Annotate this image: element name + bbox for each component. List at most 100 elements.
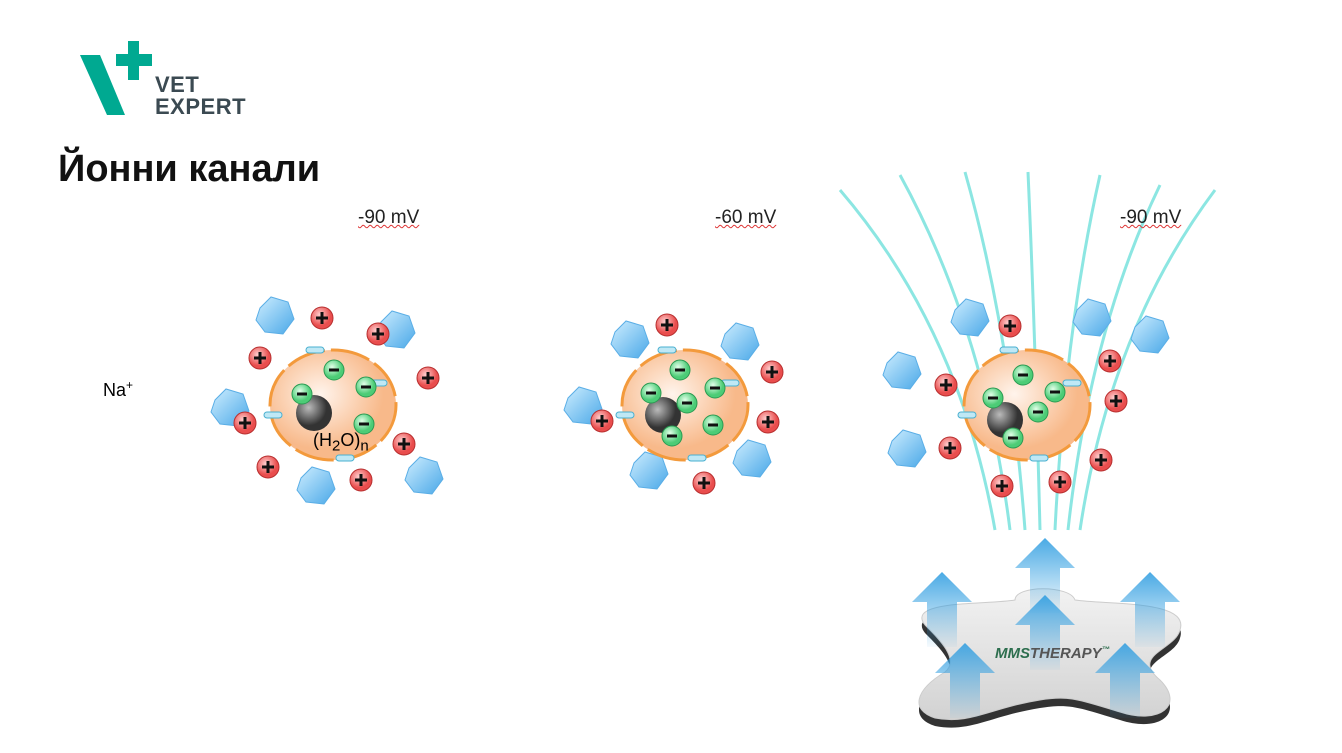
water-crystal [255,296,295,335]
plus-icon [698,477,710,489]
plus-icon [596,415,608,427]
energy-arrow-icon [1120,572,1180,647]
minus-icon [646,391,656,395]
energy-arrow-icon [1015,595,1075,670]
minus-icon [682,401,692,405]
plus-icon [355,474,367,486]
logo-text: VET EXPERT [155,74,246,118]
ion-channel [957,411,977,419]
minus-icon [359,422,369,426]
minus-icon [1050,390,1060,394]
water-crystal [1130,315,1170,354]
plus-icon [762,416,774,428]
plus-icon [422,372,434,384]
water-label: (H2O)n [313,430,369,455]
energy-arrow-icon [1015,538,1075,613]
field-line [963,171,1027,531]
w1: (H [313,430,332,450]
page-title: Йонни канали [58,148,321,190]
plus-icon [1054,476,1066,488]
ion-channel [335,454,355,462]
minus-icon [1018,373,1028,377]
voltage-value: -60 mV [715,207,777,228]
w3: O) [340,430,361,450]
logo-line-1: VET [155,72,200,97]
water-crystal [720,322,760,361]
minus-icon [710,386,720,390]
voltage-label-2: -60 mV [715,207,776,229]
energy-arrow-icon [935,643,995,718]
brand-2: THERAPY [1030,645,1102,662]
plus-icon [1004,320,1016,332]
voltage-value: -90 mV [358,207,420,228]
plus-icon [766,366,778,378]
ion-channel [687,454,707,462]
ion-base: Na [103,380,127,400]
w2: 2 [332,437,341,455]
brand-tm: ™ [1101,645,1110,654]
field-line [898,174,1012,531]
ion-channel [1062,379,1082,387]
logo-line-2: EXPERT [155,94,247,119]
plus-icon [398,438,410,450]
plus-icon [996,480,1008,492]
field-line [1026,171,1042,531]
water-crystal [296,466,336,505]
device-brand: MMSTHERAPY™ [995,645,1110,662]
ion-channel [305,346,325,354]
voltage-label-1: -90 mV [358,207,419,229]
magnetic-field-lines [838,171,1217,531]
brand-1: MMS [995,645,1030,662]
voltage-label-3: -90 mV [1120,207,1181,229]
minus-icon [708,423,718,427]
water-crystal [629,451,669,490]
plus-icon [372,328,384,340]
logo-mark [80,41,152,115]
water-crystal [610,320,650,359]
minus-icon [667,434,677,438]
plus-icon [1110,395,1122,407]
voltage-value: -90 mV [1120,207,1182,228]
plus-icon [1095,454,1107,466]
minus-icon [361,385,371,389]
water-crystal [732,439,772,478]
plus-icon [661,319,673,331]
mms-therapy-device [912,538,1182,728]
plus-icon [940,379,952,391]
ion-channel [999,346,1019,354]
cell-diagram-3 [882,298,1170,498]
w4: n [360,437,369,455]
energy-arrow-icon [912,572,972,647]
water-crystal [1072,298,1112,337]
minus-icon [1033,410,1043,414]
field-line [1078,189,1217,531]
field-line [1066,184,1162,531]
cell-diagram-2 [563,313,784,495]
minus-icon [1008,436,1018,440]
water-crystal [882,351,922,390]
water-crystal [887,429,927,468]
plus-icon [262,461,274,473]
energy-arrow-icon [1095,643,1155,718]
plus-icon [1104,355,1116,367]
field-line [838,189,997,531]
ion-channel [657,346,677,354]
minus-icon [988,396,998,400]
plus-icon [254,352,266,364]
nucleus [645,397,681,433]
plus-icon [239,417,251,429]
water-crystal [950,298,990,337]
water-crystal [404,456,444,495]
minus-icon [297,392,307,396]
cell-diagram-1 [210,296,444,505]
sodium-ion-label: Na+ [103,378,133,401]
minus-icon [675,368,685,372]
ion-channel [1029,454,1049,462]
ion-channel [615,411,635,419]
plus-icon [944,442,956,454]
plus-icon [316,312,328,324]
ion-charge: + [126,378,134,392]
minus-icon [329,368,339,372]
